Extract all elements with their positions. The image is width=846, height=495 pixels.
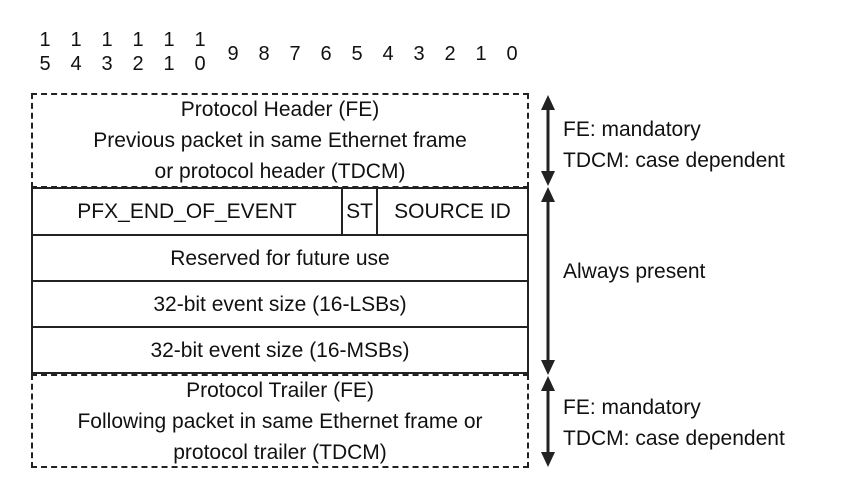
protocol-header-title: Protocol Header (FE) <box>180 98 380 121</box>
protocol-trailer-line2: Following packet in same Ethernet frame … <box>77 409 483 433</box>
bit-7: 7 <box>289 43 301 65</box>
bit-3: 3 <box>413 43 425 65</box>
trailer-note: FE: mandatory TDCM: case dependent <box>563 396 785 450</box>
bit-9: 9 <box>227 43 239 65</box>
pfx-end-of-event-field: PFX_END_OF_EVENT <box>33 189 343 234</box>
bit-4: 4 <box>382 43 394 65</box>
protocol-trailer-title: Protocol Trailer (FE) <box>186 378 374 402</box>
trailer-span-arrow <box>541 376 555 467</box>
protocol-header-line3: or protocol header (TDCM) <box>154 160 406 183</box>
bit-1: 1 <box>475 43 487 65</box>
st-field: ST <box>343 189 378 234</box>
source-id-field: SOURCE ID <box>394 200 511 223</box>
protocol-trailer-line3: protocol trailer (TDCM) <box>173 440 387 464</box>
bit-5: 5 <box>351 43 363 65</box>
protocol-header-box: Protocol Header (FE) Previous packet in … <box>31 93 529 188</box>
protocol-trailer-box: Protocol Trailer (FE) Following packet i… <box>31 374 529 468</box>
protocol-header-line2: Previous packet in same Ethernet frame <box>93 129 467 152</box>
bit-8: 8 <box>258 43 270 65</box>
always-present-note: Always present <box>563 260 706 283</box>
bit-6: 6 <box>320 43 332 65</box>
bit-0: 0 <box>506 43 518 65</box>
always-present-span-arrow <box>541 187 555 375</box>
header-note: FE: mandatory TDCM: case dependent <box>563 118 785 172</box>
event-size-msb-row: 32-bit event size (16-MSBs) <box>31 326 529 374</box>
header-span-arrow <box>541 95 555 186</box>
bit-2: 2 <box>444 43 456 65</box>
